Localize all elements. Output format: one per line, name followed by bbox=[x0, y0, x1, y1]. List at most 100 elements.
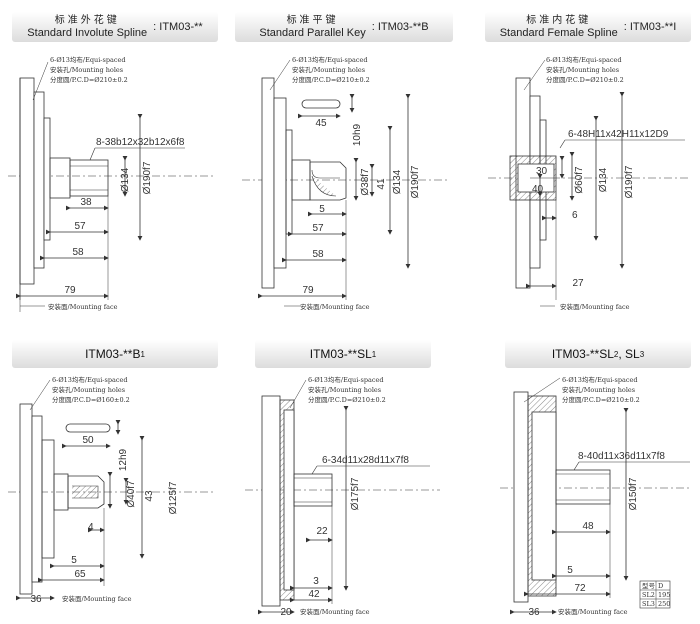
header-sep: , SL bbox=[618, 347, 640, 361]
drawing-text: 6-Ø13均布/Equi-spaced 安装孔/Mounting holes 分… bbox=[30, 55, 670, 618]
dim-38: 38 bbox=[80, 197, 92, 208]
dim-d38: Ø38f7 bbox=[360, 168, 371, 196]
panel-involute-spline bbox=[8, 61, 215, 312]
note-line: 6-Ø13均布/Equi-spaced bbox=[308, 375, 384, 384]
dim-d175: Ø175f7 bbox=[350, 477, 361, 510]
dim-d134: Ø134 bbox=[120, 167, 131, 192]
dim-20: 20 bbox=[280, 607, 292, 618]
note-line: 分度圆/P.C.D=Ø210±0.2 bbox=[292, 75, 370, 84]
note-line: 6-Ø13均布/Equi-spaced bbox=[292, 55, 368, 64]
dim-4: 4 bbox=[88, 522, 94, 533]
header-sub: 1 bbox=[140, 349, 145, 359]
dim-43: 43 bbox=[144, 490, 155, 502]
panel-parallel-key bbox=[242, 59, 450, 307]
dim-d134: Ø134 bbox=[598, 167, 609, 192]
mounting-face-label: 安装面/Mounting face bbox=[48, 302, 118, 311]
dim-d125: Ø125f7 bbox=[168, 481, 179, 514]
dim-65: 65 bbox=[74, 569, 86, 580]
panel-female-spline bbox=[488, 59, 690, 307]
dim-48: 48 bbox=[582, 521, 594, 532]
header-en: Standard Female Spline bbox=[499, 27, 618, 39]
note-line: 6-Ø13均布/Equi-spaced bbox=[562, 375, 638, 384]
note-line: 安装孔/Mounting holes bbox=[50, 65, 123, 74]
note-line: 分度圆/P.C.D=Ø210±0.2 bbox=[562, 395, 640, 404]
table-cell: SL3 bbox=[642, 600, 655, 608]
dim-d190: Ø190f7 bbox=[142, 161, 153, 194]
dim-58: 58 bbox=[72, 247, 84, 258]
dim-41: 41 bbox=[376, 178, 387, 190]
note-line: 安装孔/Mounting holes bbox=[562, 385, 635, 394]
header-cn: 标准内花键 bbox=[526, 15, 592, 26]
dim-5: 5 bbox=[319, 204, 325, 215]
header-code: ITM03-**SL bbox=[309, 347, 372, 361]
table-header-d: D bbox=[658, 582, 663, 590]
header-en: Standard Involute Spline bbox=[27, 27, 148, 39]
note-line: 分度圆/P.C.D=Ø210±0.2 bbox=[50, 75, 128, 84]
header-code: : ITM03-**B bbox=[371, 21, 429, 33]
dim-d190: Ø190f7 bbox=[410, 165, 421, 198]
header-en: Standard Parallel Key bbox=[259, 27, 366, 39]
header-code: ITM03-**B bbox=[85, 347, 141, 361]
dim-d40: Ø40f7 bbox=[126, 480, 137, 508]
mounting-face-label: 安装面/Mounting face bbox=[62, 594, 132, 603]
header-code: : ITM03-**I bbox=[623, 21, 677, 33]
note-line: 6-Ø13均布/Equi-spaced bbox=[546, 55, 622, 64]
dim-5: 5 bbox=[71, 555, 77, 566]
dim-57: 57 bbox=[312, 223, 324, 234]
dim-30: 30 bbox=[536, 166, 548, 177]
note-line: 安装孔/Mounting holes bbox=[292, 65, 365, 74]
header-sub: 2 bbox=[613, 349, 619, 359]
dim-27: 27 bbox=[572, 278, 584, 289]
dim-57: 57 bbox=[74, 221, 86, 232]
dim-12h9: 12h9 bbox=[118, 448, 129, 471]
dim-45: 45 bbox=[315, 118, 327, 129]
panel-itm03-b1 bbox=[8, 379, 215, 601]
mounting-face-label: 安装面/Mounting face bbox=[300, 607, 370, 616]
dimension-table bbox=[639, 580, 671, 609]
dim-50: 50 bbox=[82, 435, 94, 446]
dim-58: 58 bbox=[312, 249, 324, 260]
dim-36: 36 bbox=[528, 607, 540, 618]
note-line: 安装孔/Mounting holes bbox=[52, 385, 125, 394]
dim-36: 36 bbox=[30, 594, 42, 605]
note-line: 分度圆/P.C.D=Ø210±0.2 bbox=[546, 75, 624, 84]
spline-spec: 6-34d11x28d11x7f8 bbox=[322, 455, 409, 466]
dim-10h9: 10h9 bbox=[352, 123, 363, 146]
note-line: 6-Ø13均布/Equi-spaced bbox=[50, 55, 126, 64]
header-standard-parallel-key: 标准平键 Standard Parallel Key : ITM03-**B bbox=[235, 12, 453, 42]
dim-6: 6 bbox=[572, 210, 578, 221]
header-cn: 标准平键 bbox=[286, 15, 339, 26]
dim-d134: Ø134 bbox=[392, 169, 403, 194]
dim-72: 72 bbox=[574, 583, 586, 594]
header-code: ITM03-**SL bbox=[551, 347, 614, 361]
dim-3: 3 bbox=[313, 576, 319, 587]
dim-d150: Ø150f7 bbox=[628, 477, 639, 510]
note-line: 分度圆/P.C.D=Ø160±0.2 bbox=[52, 395, 130, 404]
mounting-face-label: 安装面/Mounting face bbox=[560, 302, 630, 311]
dim-79: 79 bbox=[64, 285, 76, 296]
spline-spec: 8-38b12x32b12x6f8 bbox=[96, 137, 185, 148]
header-cn: 标准外花键 bbox=[54, 15, 120, 26]
panel-itm03-sl2-sl3 bbox=[500, 377, 690, 615]
mounting-face-label: 安装面/Mounting face bbox=[558, 607, 628, 616]
note-line: 6-Ø13均布/Equi-spaced bbox=[52, 375, 128, 384]
dim-22: 22 bbox=[316, 526, 328, 537]
spline-spec: 8-40d11x36d11x7f8 bbox=[578, 451, 665, 462]
note-line: 分度圆/P.C.D=Ø210±0.2 bbox=[308, 395, 386, 404]
dim-d60: Ø60f7 bbox=[574, 166, 585, 194]
note-line: 安装孔/Mounting holes bbox=[546, 65, 619, 74]
header-sub: 1 bbox=[371, 349, 377, 359]
header-code: : ITM03-** bbox=[153, 21, 203, 33]
table-cell: 250 bbox=[658, 600, 670, 608]
panel-itm03-sl1 bbox=[245, 379, 440, 615]
note-line: 安装孔/Mounting holes bbox=[308, 385, 381, 394]
spline-spec: 6-48H11x42H11x12D9 bbox=[568, 129, 669, 140]
header-standard-female-spline: 标准内花键 Standard Female Spline : ITM03-**I bbox=[485, 12, 691, 42]
dim-79: 79 bbox=[302, 285, 314, 296]
mounting-face-label: 安装面/Mounting face bbox=[300, 302, 370, 311]
table-cell: 195 bbox=[658, 591, 670, 599]
